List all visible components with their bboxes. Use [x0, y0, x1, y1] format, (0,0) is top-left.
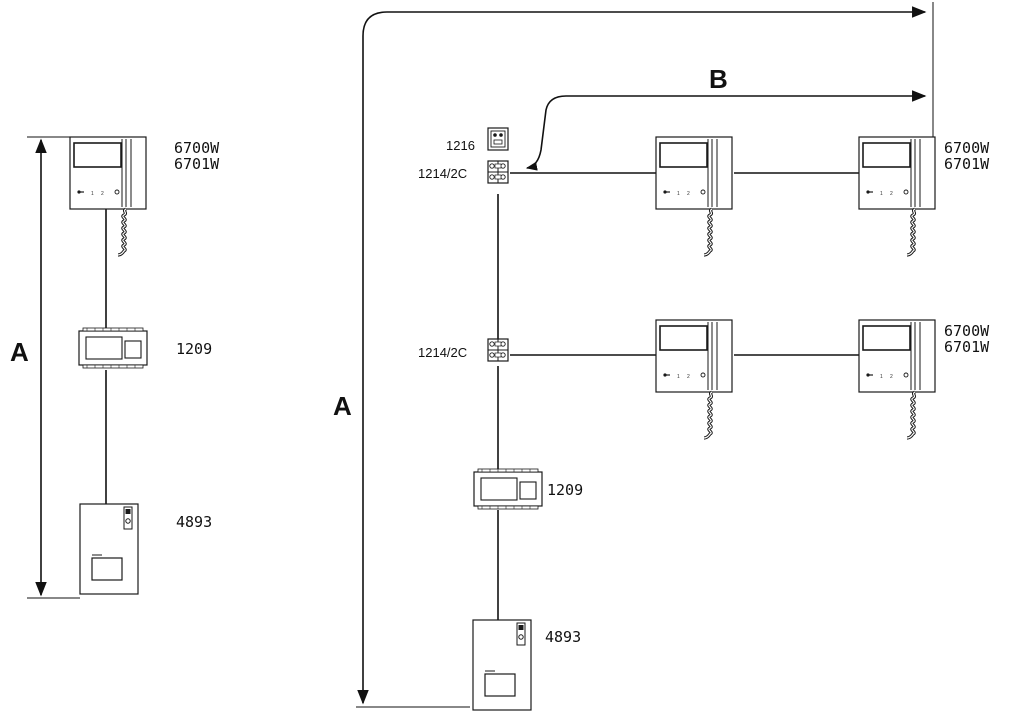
right-monitor-top-label-1: 6700W	[944, 139, 990, 157]
right-dimension-b-label: B	[709, 64, 728, 94]
power-supply-icon	[79, 503, 139, 595]
right-monitor-mid-label-1: 6700W	[944, 322, 990, 340]
video-monitor-icon	[857, 318, 937, 440]
video-monitor-icon	[654, 135, 734, 257]
power-supply-icon	[472, 619, 532, 711]
left-system: A 6700W 6701W 1209 4893	[10, 135, 220, 599]
distributor-top-label: 1214/2C	[418, 166, 467, 181]
left-power-label: 4893	[176, 513, 212, 531]
right-dimension-a-arrow	[357, 6, 927, 705]
right-system: A B 1216 1214/2C 1214/2C 6700W 6701W 670…	[333, 2, 990, 711]
left-interface-label: 1209	[176, 340, 212, 358]
right-dimension-a-label: A	[333, 391, 352, 421]
distributor-mid-label: 1214/2C	[418, 345, 467, 360]
module-1216-label: 1216	[446, 138, 475, 153]
right-monitor-top-label-2: 6701W	[944, 155, 990, 173]
video-interface-icon	[473, 468, 543, 510]
left-dimension-label: A	[10, 337, 29, 367]
right-power-label: 4893	[545, 628, 581, 646]
left-monitor-label-1: 6700W	[174, 139, 220, 157]
right-interface-label: 1209	[547, 481, 583, 499]
video-monitor-icon	[654, 318, 734, 440]
video-monitor-icon	[857, 135, 937, 257]
right-monitor-mid-label-2: 6701W	[944, 338, 990, 356]
distributor-icon	[487, 338, 509, 362]
distributor-icon	[487, 160, 509, 184]
video-monitor-icon	[68, 135, 148, 257]
left-monitor-label-2: 6701W	[174, 155, 220, 173]
junction-module-icon	[487, 127, 509, 151]
right-dimension-b-arrow	[525, 90, 927, 171]
video-interface-icon	[78, 327, 148, 369]
